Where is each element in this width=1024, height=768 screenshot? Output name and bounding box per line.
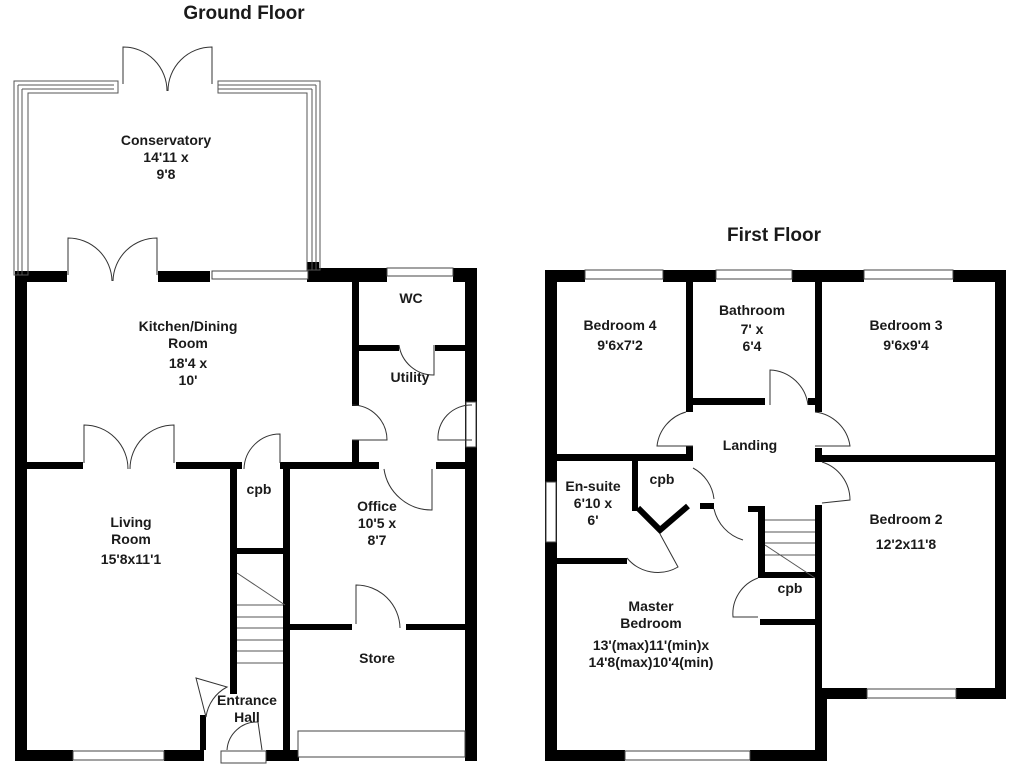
room-store: Store: [359, 650, 395, 666]
room-living: Living Room 15'8x11'1: [100, 514, 162, 567]
room-en-suite: En-suite 6'10 x 6': [565, 478, 621, 528]
room-office: Office 10'5 x 8'7: [357, 498, 397, 548]
room-kitchen-dining: Kitchen/Dining Room 18'4 x 10': [138, 318, 238, 388]
gf-wall-west: [15, 271, 27, 761]
room-cpb-ensuite: cpb: [649, 471, 675, 487]
room-bedroom-4: Bedroom 4 9'6x7'2: [583, 317, 657, 353]
room-landing: Landing: [722, 437, 778, 453]
room-master-bedroom: Master Bedroom 13'(max)11'(min)x 14'8(ma…: [588, 598, 714, 670]
first-floor-title: First Floor: [727, 225, 821, 246]
room-cpb: cpb: [246, 481, 272, 497]
ground-floor-title: Ground Floor: [183, 3, 305, 24]
gf-wall-east: [465, 271, 477, 761]
gf-wall-south-1: [15, 750, 73, 761]
room-utility: Utility: [390, 369, 430, 385]
room-entrance-hall: Entrance Hall: [217, 692, 277, 725]
room-cpb-stairs: cpb: [777, 580, 803, 596]
room-wc: WC: [399, 290, 423, 306]
room-bedroom-2: Bedroom 2 12'2x11'8: [869, 511, 943, 552]
room-bathroom: Bathroom 7' x 6'4: [718, 302, 786, 354]
room-bedroom-3: Bedroom 3 9'6x9'4: [869, 317, 943, 353]
room-conservatory: Conservatory 14'11 x 9'8: [120, 132, 212, 182]
